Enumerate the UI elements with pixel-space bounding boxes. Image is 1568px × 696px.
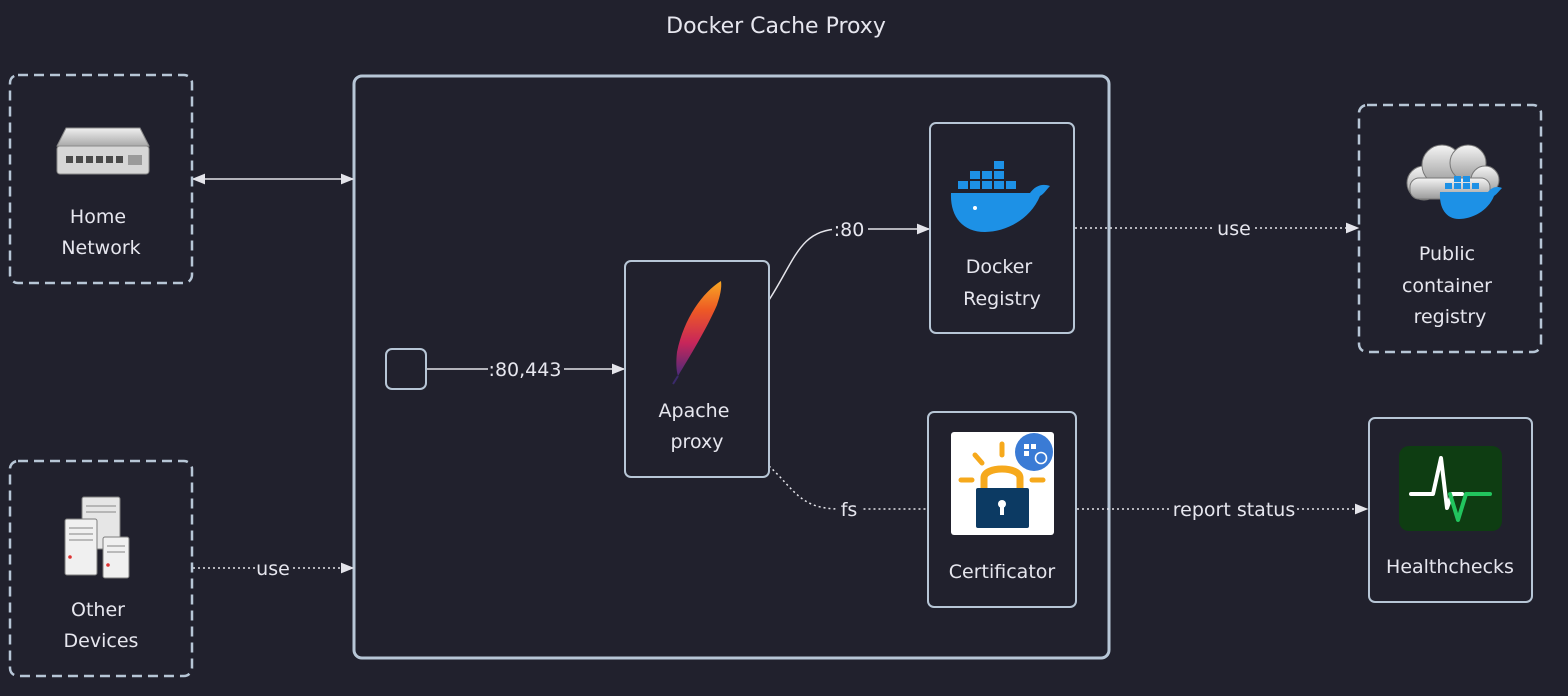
home-network-label: Home Network <box>61 206 140 259</box>
heartbeat-icon <box>1399 446 1502 531</box>
node-entry-port[interactable] <box>385 348 427 390</box>
cloud-docker-icon <box>1406 144 1502 219</box>
edge-label-port: :80,443 <box>489 359 562 381</box>
certificator-label: Certificator <box>949 561 1056 583</box>
edge-port-to-apache: :80,443 <box>426 357 626 381</box>
other-devices-label: Other Devices <box>64 599 139 652</box>
edge-registry-to-public: use <box>1075 216 1360 240</box>
edge-certificator-to-healthchecks: report status <box>1077 497 1369 521</box>
node-public-registry[interactable]: Public container registry <box>1357 103 1543 354</box>
node-apache-proxy[interactable]: Apache proxy <box>624 260 770 478</box>
apache-proxy-label: Apache proxy <box>659 400 736 453</box>
edge-devices-to-group: use <box>193 556 355 580</box>
docker-cache-proxy-group <box>352 74 1111 660</box>
node-certificator[interactable]: Certificator <box>927 411 1077 608</box>
edge-apache-to-registry: :80 <box>768 217 931 301</box>
network-switch-icon <box>56 127 150 175</box>
docker-registry-label: Docker Registry <box>963 256 1041 310</box>
public-registry-label: Public container registry <box>1402 243 1498 328</box>
edge-label-certificator: fs <box>841 499 858 521</box>
apache-feather-icon <box>672 281 722 385</box>
healthchecks-label: Healthchecks <box>1386 556 1514 578</box>
edge-apache-to-certificator: fs <box>768 465 927 521</box>
servers-icon <box>64 496 130 579</box>
letsencrypt-lock-icon <box>951 432 1054 535</box>
diagram-title: Docker Cache Proxy <box>666 14 886 39</box>
edge-label-devices: use <box>256 558 290 580</box>
edge-label-registry: :80 <box>834 219 865 241</box>
node-home-network[interactable]: Home Network <box>8 73 194 285</box>
node-docker-registry[interactable]: Docker Registry <box>929 122 1075 334</box>
edge-label-healthchecks: report status <box>1173 499 1295 521</box>
edge-label-public: use <box>1217 218 1251 240</box>
docker-whale-icon <box>950 161 1050 232</box>
node-healthchecks[interactable]: Healthchecks <box>1368 417 1533 603</box>
node-other-devices[interactable]: Other Devices <box>8 459 194 678</box>
